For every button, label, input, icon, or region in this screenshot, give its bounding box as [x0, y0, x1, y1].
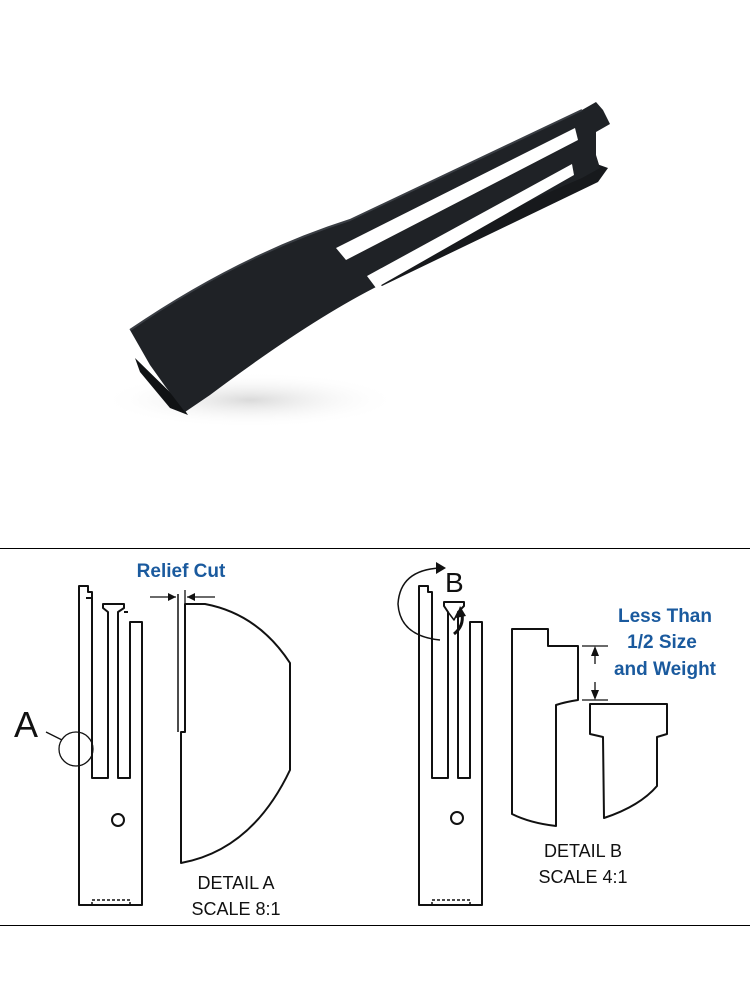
detail-a-outline — [177, 594, 291, 864]
detail-b-upper-piece — [511, 628, 579, 827]
detail-b-marker: B — [445, 567, 464, 598]
mounting-hole-b — [450, 811, 464, 825]
divider-bottom — [0, 925, 750, 926]
detail-a-title: DETAIL A — [197, 873, 274, 893]
detail-a-callout-circle — [58, 731, 94, 767]
divider-top — [0, 548, 750, 549]
detail-b-title: DETAIL B — [544, 841, 622, 861]
clip-part — [129, 102, 610, 415]
relief-cut-label: Relief Cut — [137, 561, 226, 582]
less-than-label-line3: and Weight — [614, 659, 717, 680]
detail-b-lower-piece — [589, 703, 668, 819]
detail-a-scale: SCALE 8:1 — [191, 899, 280, 919]
less-than-label-line2: 1/2 Size — [627, 632, 697, 653]
detail-b-scale: SCALE 4:1 — [538, 867, 627, 887]
detail-a-marker: A — [14, 704, 38, 745]
upper-slot — [336, 128, 578, 260]
detail-b-rotation-arc — [397, 567, 441, 641]
less-than-label-line1: Less Than — [618, 606, 712, 627]
part-shadow — [100, 372, 400, 428]
technical-drawing: A B Relief Cut Less Than 1/2 Size and We… — [14, 561, 717, 919]
new-part-outline — [418, 585, 483, 906]
original-part-outline — [78, 585, 143, 906]
lower-slot — [367, 164, 574, 288]
product-photo — [100, 102, 610, 428]
mounting-hole-a — [111, 813, 125, 827]
